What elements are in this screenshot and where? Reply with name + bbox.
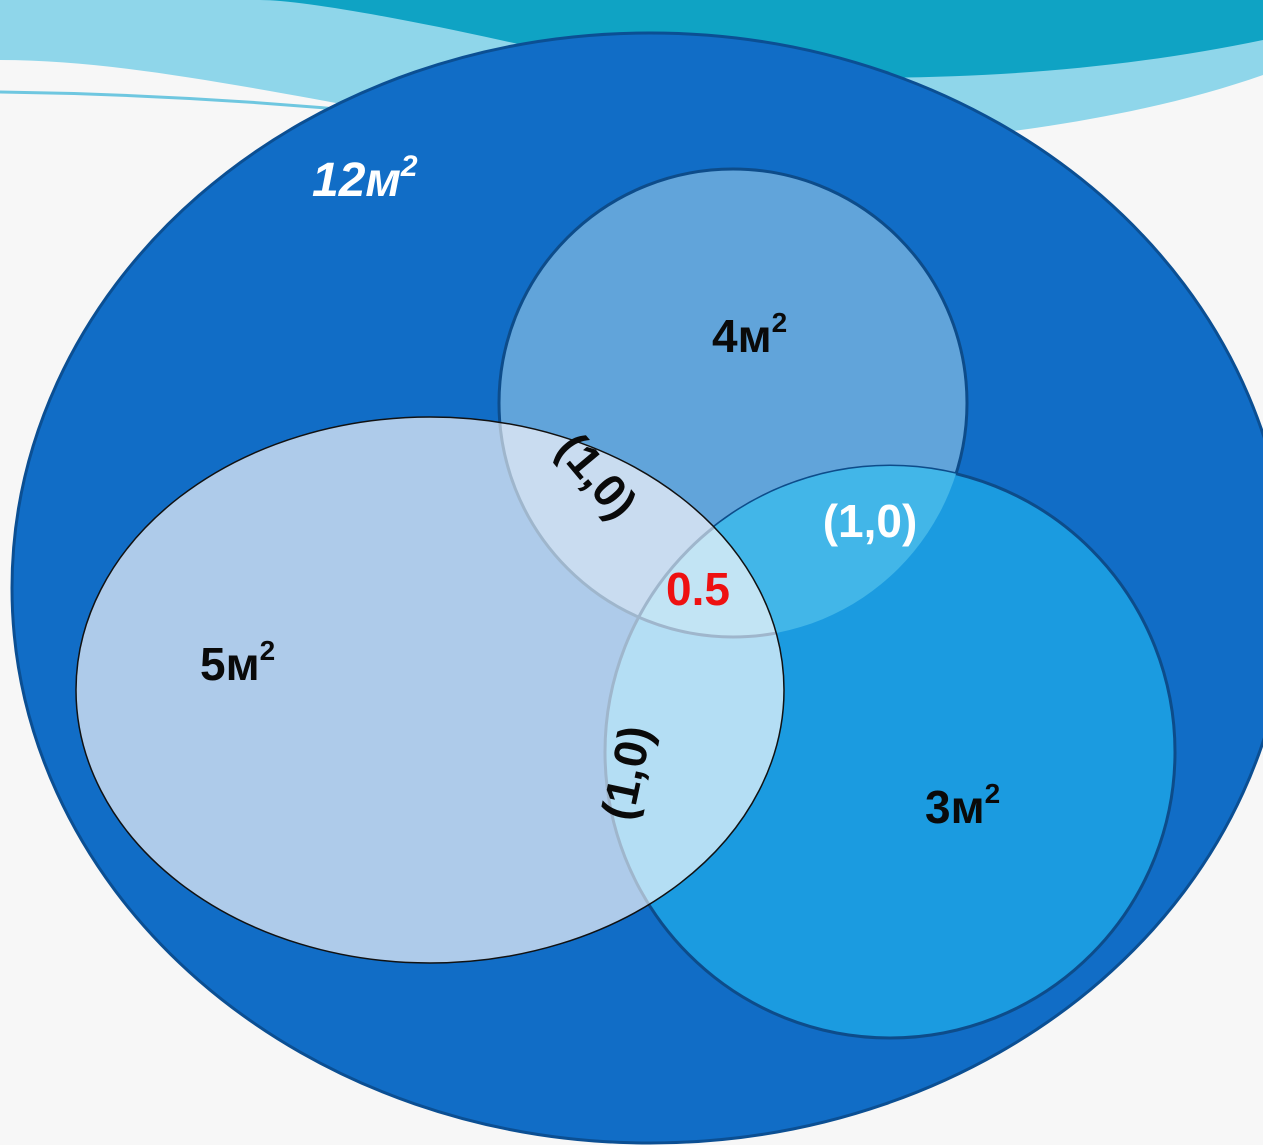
label-left: 5м2 xyxy=(200,635,275,690)
label-right: 3м2 xyxy=(925,778,1000,833)
overlap-center xyxy=(605,466,784,637)
overlap-left-top xyxy=(499,417,784,637)
label-outer: 12м2 xyxy=(312,150,418,207)
inner-outlines xyxy=(497,417,784,963)
label-top: 4м2 xyxy=(712,307,787,362)
label-intersection-top-right: (1,0) xyxy=(823,495,918,547)
region-left-outline xyxy=(75,416,785,964)
label-center: 0.5 xyxy=(666,563,730,615)
